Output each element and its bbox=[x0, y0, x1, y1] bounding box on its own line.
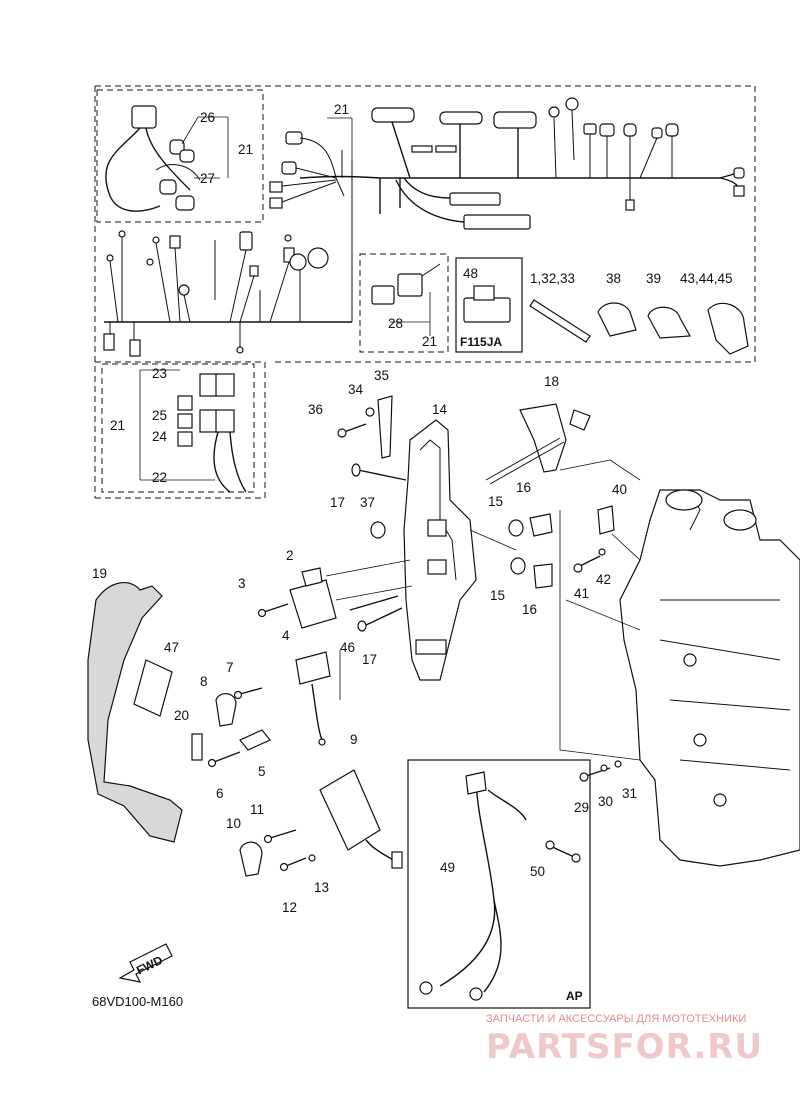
callout-8: 8 bbox=[200, 674, 208, 689]
callout-38: 38 bbox=[606, 271, 621, 286]
callout-26: 26 bbox=[200, 110, 215, 125]
callout-24: 24 bbox=[152, 429, 168, 444]
callout-3: 3 bbox=[238, 576, 246, 591]
callout-19: 19 bbox=[92, 566, 107, 581]
part-10-13 bbox=[239, 829, 316, 877]
callout-25: 25 bbox=[152, 408, 167, 423]
callout-27: 27 bbox=[200, 171, 215, 186]
callout-50: 50 bbox=[530, 864, 545, 879]
harness-frame bbox=[94, 85, 756, 499]
part-34-35 bbox=[365, 395, 393, 459]
bolt-17-upper bbox=[351, 463, 407, 481]
rectifier-9 bbox=[319, 769, 403, 869]
grommets-15-16 bbox=[508, 513, 553, 589]
fwd-arrow-icon bbox=[118, 943, 173, 983]
callout-11: 11 bbox=[250, 802, 264, 817]
engine-block bbox=[619, 489, 800, 867]
callout-13: 13 bbox=[314, 880, 329, 895]
part-7-8 bbox=[215, 687, 263, 727]
callout-1-32-33: 1,32,33 bbox=[530, 271, 575, 286]
screw-3 bbox=[257, 603, 289, 618]
watermark-tagline: ЗАПЧАСТИ И АКСЕССУАРЫ ДЛЯ МОТОТЕХНИКИ bbox=[486, 1013, 746, 1025]
connector-block-inset bbox=[139, 369, 247, 493]
relay-box-2 bbox=[289, 567, 337, 629]
callout-22: 22 bbox=[152, 470, 167, 485]
callout-30: 30 bbox=[598, 794, 613, 809]
bracket-40 bbox=[597, 505, 615, 535]
callout-28: 28 bbox=[388, 316, 403, 331]
callout-29: 29 bbox=[574, 800, 589, 815]
callout-36: 36 bbox=[308, 402, 323, 417]
clamp-parts-row bbox=[529, 299, 749, 355]
callout-16: 16 bbox=[516, 480, 531, 495]
callout-42: 42 bbox=[596, 572, 611, 587]
watermark: ЗАПЧАСТИ И АКСЕССУАРЫ ДЛЯ МОТОТЕХНИКИ PA… bbox=[486, 1013, 763, 1067]
callout-12: 12 bbox=[282, 900, 297, 915]
ap-label: AP bbox=[566, 989, 583, 1003]
part-4 bbox=[295, 651, 331, 746]
callout-17: 17 bbox=[362, 652, 377, 667]
bolt-36 bbox=[337, 423, 367, 438]
watermark-brand: PARTSFOR.RU bbox=[486, 1027, 763, 1067]
ap-frame bbox=[407, 759, 591, 1009]
callout-46: 46 bbox=[340, 640, 355, 655]
callout-14: 14 bbox=[432, 402, 448, 417]
callout-41: 41 bbox=[574, 586, 589, 601]
callout-15: 15 bbox=[488, 494, 503, 509]
leader-lines bbox=[325, 459, 641, 761]
callout-39: 39 bbox=[646, 271, 661, 286]
bolt-29-30-31 bbox=[579, 760, 622, 782]
callout-6: 6 bbox=[216, 786, 224, 801]
callout-21: 21 bbox=[110, 418, 125, 433]
relay-inset bbox=[371, 263, 441, 336]
callout-49: 49 bbox=[440, 860, 455, 875]
callout-31: 31 bbox=[622, 786, 637, 801]
callout-34: 34 bbox=[348, 382, 364, 397]
clip-assembly-18 bbox=[485, 403, 591, 485]
part-20 bbox=[191, 733, 203, 761]
grommet-37 bbox=[370, 521, 386, 539]
callout-23: 23 bbox=[152, 366, 167, 381]
callout-21: 21 bbox=[422, 334, 437, 349]
callout-4: 4 bbox=[282, 628, 290, 643]
part-48-box bbox=[463, 285, 511, 323]
callout-10: 10 bbox=[226, 816, 241, 831]
main-wire-harness bbox=[269, 97, 745, 322]
callout-37: 37 bbox=[360, 495, 375, 510]
sub-harness-inset bbox=[105, 105, 229, 212]
callout-43-44-45: 43,44,45 bbox=[680, 271, 733, 286]
callout-17: 17 bbox=[330, 495, 345, 510]
model-code: 68VD100-M160 bbox=[92, 994, 183, 1009]
cover-19 bbox=[87, 582, 183, 843]
callout-15: 15 bbox=[490, 588, 505, 603]
callout-16: 16 bbox=[522, 602, 537, 617]
callout-35: 35 bbox=[374, 368, 389, 383]
callout-48: 48 bbox=[463, 266, 478, 281]
callout-47: 47 bbox=[164, 640, 179, 655]
callout-labels: 26 21 27 21 48 F115JA 1,32,33 38 39 43,4… bbox=[92, 102, 733, 1009]
part-5-6 bbox=[207, 729, 271, 768]
callout-21: 21 bbox=[238, 142, 253, 157]
callout-18: 18 bbox=[544, 374, 559, 389]
callout-40: 40 bbox=[612, 482, 627, 497]
callout-5: 5 bbox=[258, 764, 266, 779]
variant-label: F115JA bbox=[460, 335, 502, 349]
callout-21: 21 bbox=[334, 102, 349, 117]
callout-9: 9 bbox=[350, 732, 358, 747]
main-bracket bbox=[403, 419, 477, 681]
bolt-41-42 bbox=[573, 548, 606, 573]
bolt-46-17-lower bbox=[349, 595, 403, 632]
lower-left-harness-branch bbox=[103, 230, 352, 357]
callout-2: 2 bbox=[286, 548, 294, 563]
callout-20: 20 bbox=[174, 708, 189, 723]
callout-7: 7 bbox=[226, 660, 234, 675]
